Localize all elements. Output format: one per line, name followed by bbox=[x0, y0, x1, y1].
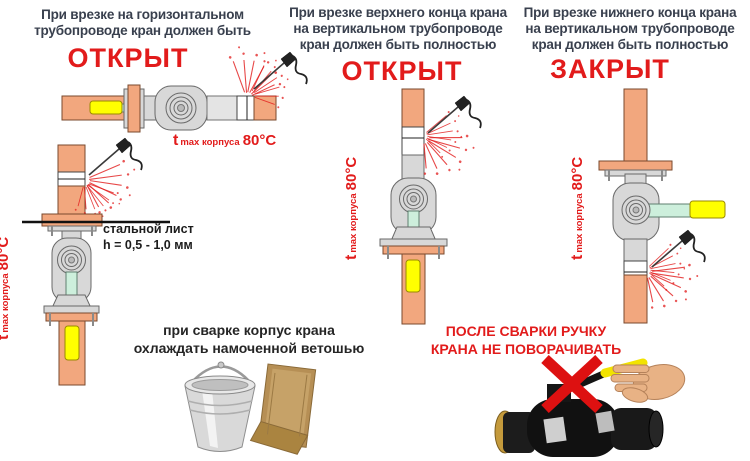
temp-limit-label: t max корпуса 80°C bbox=[569, 157, 587, 260]
cooling-note: при сварке корпус крана охлаждать намоче… bbox=[118, 321, 380, 358]
vertical-valve-diagram-right bbox=[598, 88, 726, 324]
pipe-section bbox=[57, 185, 86, 215]
no-turn-note-line: ПОСЛЕ СВАРКИ РУЧКУ bbox=[445, 323, 607, 339]
flange bbox=[127, 84, 141, 133]
welding-torch-icon bbox=[427, 95, 482, 134]
valve-photo-body bbox=[494, 368, 664, 457]
pipe-top bbox=[57, 144, 86, 173]
temp-value: 80°C bbox=[343, 156, 360, 191]
flange-plate bbox=[379, 238, 448, 247]
weld-joint bbox=[236, 95, 255, 121]
flange bbox=[45, 312, 98, 322]
pipe-bottom bbox=[623, 274, 648, 324]
column-1-state-open: ОТКРЫТ bbox=[67, 43, 189, 73]
column-2-state-open: ОТКРЫТ bbox=[341, 56, 463, 86]
flange bbox=[41, 213, 103, 227]
column-2-header: При врезке верхнего конца крана на верти… bbox=[289, 5, 507, 54]
header-line: При врезке нижнего конца крана bbox=[523, 5, 737, 20]
temp-limit-label: t max корпуса 80°C bbox=[0, 237, 13, 340]
flange bbox=[382, 245, 445, 255]
cooling-note-line: охлаждать намоченной ветошью bbox=[133, 340, 365, 357]
temp-symbol: t bbox=[0, 335, 13, 340]
hand-icon bbox=[610, 364, 686, 403]
temp-limit-label: t max корпуса 80°C bbox=[173, 132, 276, 150]
horizontal-valve-diagram bbox=[61, 42, 308, 133]
pipe-top bbox=[401, 88, 425, 128]
temp-subscript: max корпуса bbox=[180, 137, 240, 148]
valve-handle-open bbox=[405, 259, 421, 293]
pipe-right bbox=[253, 95, 277, 121]
temp-symbol: t bbox=[173, 132, 179, 149]
sparks-icon bbox=[423, 109, 465, 160]
cooling-note-line: при сварке корпус крана bbox=[163, 322, 335, 338]
valve-ball bbox=[68, 256, 75, 264]
pipe-top bbox=[623, 88, 648, 162]
temp-symbol: t bbox=[343, 254, 360, 260]
steel-sheet-thickness: h = 0,5 - 1,0 мм bbox=[103, 238, 193, 253]
flange-plate bbox=[43, 305, 100, 314]
valve-ball bbox=[177, 104, 185, 112]
header-line: кран должен быть полностью bbox=[531, 37, 729, 53]
valve-handle-open bbox=[89, 100, 123, 115]
column-1-header: При врезке на горизонтальном трубопровод… bbox=[10, 7, 275, 39]
vertical-valve-diagram-middle bbox=[379, 88, 482, 325]
valve-handle-closed bbox=[689, 200, 726, 219]
header-line: При врезке верхнего конца крана bbox=[289, 5, 507, 20]
weld-joint bbox=[401, 126, 425, 156]
header-line: трубопроводе кран должен быть bbox=[34, 23, 251, 39]
bucket-icon bbox=[184, 361, 256, 452]
steel-sheet-label: стальной лист h = 0,5 - 1,0 мм bbox=[103, 221, 194, 254]
valve-neck-bottom bbox=[623, 238, 648, 262]
temp-subscript: max корпуса bbox=[348, 193, 359, 253]
temp-value: 80°C bbox=[242, 132, 277, 149]
weld-joint bbox=[623, 260, 648, 276]
temp-symbol: t bbox=[569, 254, 586, 260]
temp-value: 80°C bbox=[569, 156, 586, 191]
rag-icon bbox=[249, 363, 317, 455]
temp-value: 80°C bbox=[0, 236, 12, 271]
flange-rib bbox=[123, 88, 129, 129]
valve-stem bbox=[644, 203, 693, 218]
no-turn-note: ПОСЛЕ СВАРКИ РУЧКУ КРАНА НЕ ПОВОРАЧИВАТЬ bbox=[426, 322, 626, 359]
header-line: на вертикальном трубопроводе bbox=[525, 21, 735, 37]
flange-plate bbox=[47, 225, 97, 232]
valve-neck bbox=[143, 95, 157, 121]
column-3-state-closed: ЗАКРЫТ bbox=[550, 54, 670, 84]
column-3-header: При врезке нижнего конца крана на вертик… bbox=[517, 5, 743, 54]
valve-neck-right bbox=[206, 95, 238, 121]
header-line: кран должен быть полностью bbox=[299, 37, 497, 53]
valve-ball bbox=[410, 195, 417, 203]
steel-sheet-text: стальной лист bbox=[103, 222, 194, 236]
vertical-valve-diagram-left bbox=[22, 137, 170, 386]
header-line: При врезке на горизонтальном bbox=[41, 7, 244, 22]
header-line: на вертикальном трубопроводе bbox=[293, 21, 503, 37]
prohibition-x-icon bbox=[541, 354, 603, 414]
valve-ball bbox=[632, 206, 640, 214]
flange-rib bbox=[139, 88, 145, 129]
flange bbox=[598, 160, 673, 171]
bucket-and-rag-illustration bbox=[184, 361, 317, 455]
temp-subscript: max корпуса bbox=[0, 273, 11, 333]
temp-subscript: max корпуса bbox=[574, 193, 585, 253]
welding-torch-icon bbox=[651, 229, 706, 268]
no-turn-note-line: КРАНА НЕ ПОВОРАЧИВАТЬ bbox=[430, 341, 622, 358]
valve-handle-open bbox=[64, 325, 80, 361]
temp-limit-label: t max корпуса 80°C bbox=[343, 157, 361, 260]
ball-valve-photo bbox=[494, 354, 686, 457]
